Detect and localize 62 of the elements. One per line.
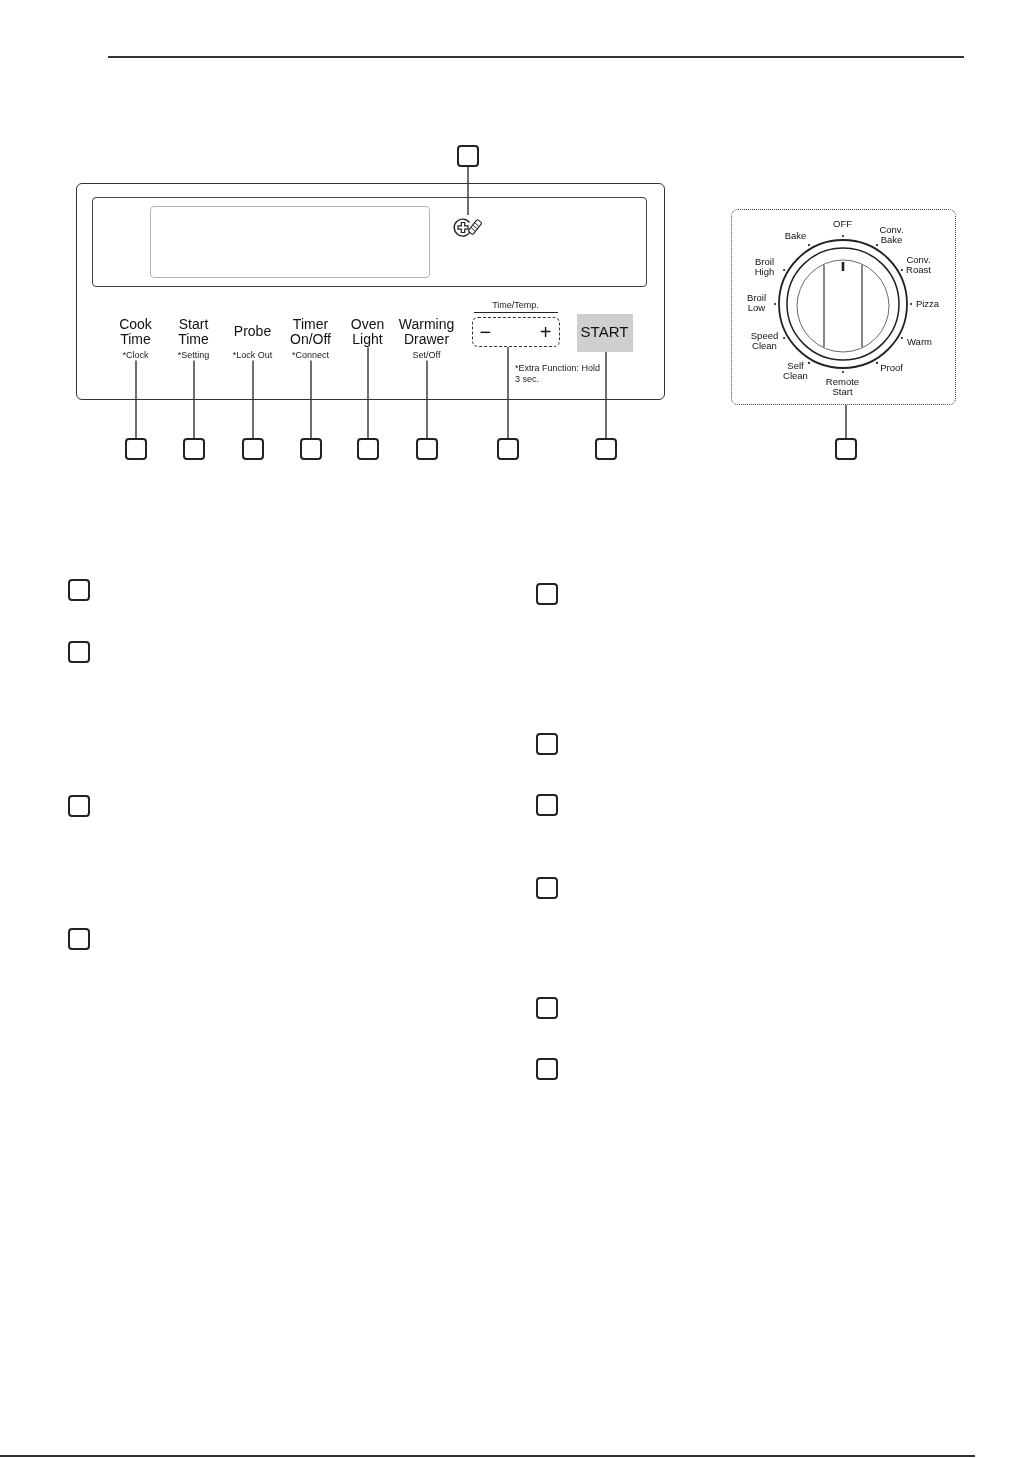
callout-box — [242, 438, 264, 460]
start-key: START — [576, 313, 633, 352]
mode-label: Self Clean — [783, 360, 808, 381]
plus-circle-icon — [453, 215, 483, 240]
callout-box — [416, 438, 438, 460]
mode-label: OFF — [833, 218, 852, 229]
mode-label: Remote Start — [825, 376, 860, 397]
leader-line — [135, 359, 137, 439]
callout-box — [183, 438, 205, 460]
control-panel — [76, 183, 665, 400]
leader-line — [507, 346, 509, 439]
mode-label: Broil Low — [747, 292, 766, 313]
callout-box — [536, 1058, 558, 1080]
key-label: Warming Drawer — [398, 316, 455, 347]
mode-label: Conv. Bake — [879, 224, 904, 245]
callout-box — [536, 877, 558, 899]
key-label: Cook Time — [119, 316, 152, 347]
mode-label: Warm — [907, 336, 932, 347]
mode-label: Bake — [784, 230, 807, 241]
callout-box — [68, 928, 90, 950]
minus-sign: − — [479, 322, 492, 342]
callout-box — [68, 641, 90, 663]
callout-box — [595, 438, 617, 460]
mode-label: Conv. Roast — [906, 254, 931, 275]
leader-line — [845, 404, 847, 439]
leader-line — [605, 350, 607, 439]
mode-label: Proof — [880, 362, 903, 373]
callout-box — [536, 997, 558, 1019]
key-label: Timer On/Off — [290, 316, 331, 347]
secondary-function-label: *Connect — [292, 349, 329, 361]
leader-line — [367, 346, 369, 439]
display-bezel — [91, 196, 647, 287]
callout-box — [125, 438, 147, 460]
leader-line — [467, 166, 469, 216]
callout-box — [300, 438, 322, 460]
leader-line — [426, 359, 428, 439]
secondary-function-label: *Clock — [122, 349, 149, 361]
secondary-function-label: *Lock Out — [232, 349, 273, 361]
leader-line — [310, 359, 312, 439]
callout-box — [68, 579, 90, 601]
key-label: Start Time — [178, 316, 209, 347]
key-label: Probe — [233, 324, 272, 339]
mode-label: Speed Clean — [750, 330, 779, 351]
plus-sign: + — [539, 322, 552, 342]
control-heading: Time/Temp. — [491, 299, 540, 311]
callout-box — [357, 438, 379, 460]
callout-box — [457, 145, 479, 167]
callout-box — [536, 733, 558, 755]
leader-line — [252, 359, 254, 439]
key-label: Oven Light — [350, 316, 385, 347]
callout-box — [536, 794, 558, 816]
mode-label: Pizza — [915, 298, 940, 309]
secondary-function-label: *Setting — [177, 349, 210, 361]
leader-line — [193, 359, 195, 439]
callout-box — [835, 438, 857, 460]
callout-box — [497, 438, 519, 460]
secondary-function-label: Set/Off — [412, 349, 441, 361]
callout-box — [68, 795, 90, 817]
mode-label: Broil High — [754, 256, 775, 277]
callout-box — [536, 583, 558, 605]
display-screen — [150, 206, 430, 278]
footnote-text: *Extra Function: Hold 3 sec. — [515, 363, 602, 385]
